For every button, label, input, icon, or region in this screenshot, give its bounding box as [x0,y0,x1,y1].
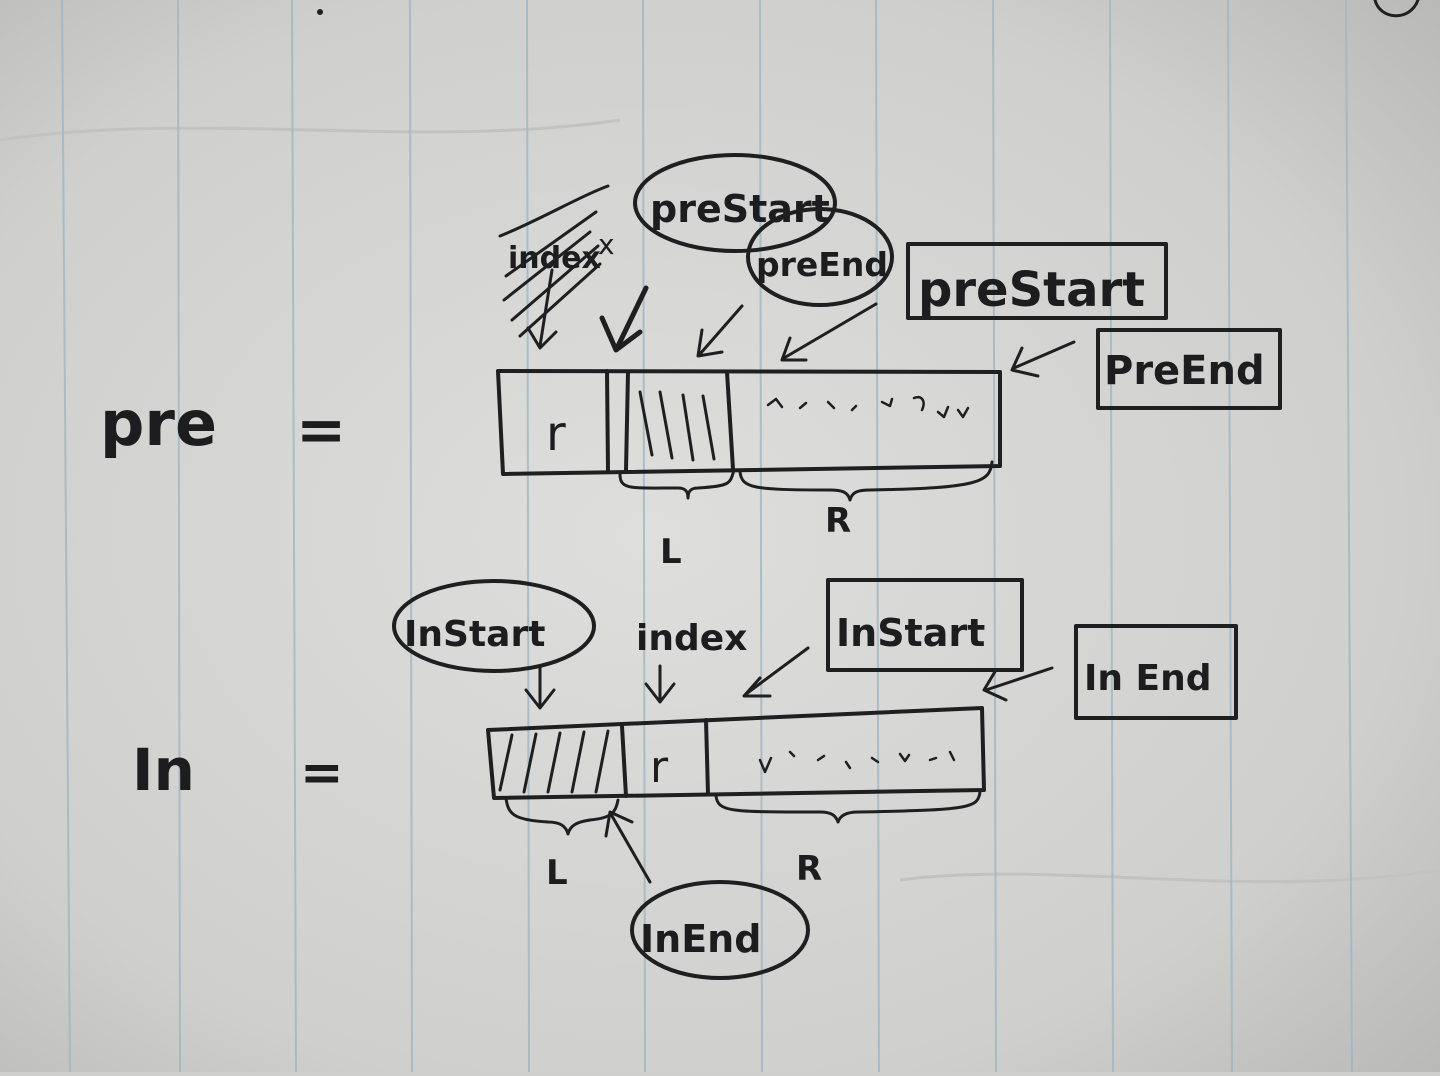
in-equals: = [300,743,344,803]
in-left-end-text: InEnd [640,917,761,961]
pre-left-end-arrow [696,304,744,358]
ink-dot [317,9,323,15]
pre-left-end-ellipse [746,207,894,307]
pre-left-hatch [638,390,716,462]
pre-right-end-box [1096,328,1282,410]
in-index-arrow [644,664,676,704]
pre-array-outline [496,369,1002,476]
pre-right-end-callout: PreEnd [1010,328,1282,410]
in-label: In [132,736,195,804]
pre-array: r L R [496,369,1002,572]
in-left-brace [504,796,620,836]
ruled-lines [61,0,1353,1073]
in-left-start-ellipse [392,579,596,673]
in-right-end-box [1074,624,1238,720]
in-left-start-text: InStart [404,614,545,655]
paper-crease [0,118,1440,884]
pre-left-end-callout: preEnd [696,207,894,358]
crossed-index-arrow [526,268,558,350]
in-left-start-callout: InStart [392,579,596,710]
in-array-outline [486,706,986,800]
pre-left-brace [618,468,736,500]
in-root-cell: r [650,742,669,793]
in-index-text: index [636,618,747,659]
pre-right-start-box [906,242,1168,320]
in-right-end-arrow [982,666,1054,702]
in-left-end-ellipse [630,880,810,980]
pre-right-end-arrow [1010,340,1076,378]
in-right-start-arrow [742,646,810,698]
cross-out-scribble [498,184,610,338]
in-right-label: R [796,849,822,889]
pre-right-start-text: preStart [918,262,1145,318]
pre-right-start-callout: preStart [780,242,1168,362]
pre-crossed-index: index x [498,184,615,350]
in-left-start-arrow [524,664,556,710]
in-array: r L R [486,706,986,893]
pre-left-start-ellipse [633,153,837,253]
pre-divider-1 [605,369,610,473]
crossed-x-mark: x [598,228,615,261]
pre-root-cell: r [546,406,566,462]
in-right-brace [714,790,982,824]
in-index-callout: index [636,618,747,704]
pre-equals: = [296,395,346,465]
pre-left-start-arrow [599,285,649,353]
in-right-start-text: InStart [836,611,985,655]
in-left-end-callout: InEnd [604,810,810,980]
ink-mark [1373,0,1420,18]
pre-divider-2 [624,370,630,472]
in-divider-1 [620,724,628,798]
pre-label: pre [100,387,217,460]
pre-left-label: L [660,532,682,572]
pre-left-end-text: preEnd [756,245,888,284]
pre-right-start-arrow [780,302,878,362]
in-divider-2 [704,718,710,796]
pre-right-label: R [825,501,851,541]
in-right-scribble [758,750,956,774]
pre-divider-3 [725,370,735,471]
pre-right-scribble [766,396,970,419]
pre-right-brace [738,460,994,502]
in-right-end-callout: In End [982,624,1238,720]
in-left-label: L [546,853,568,893]
in-left-hatch [498,729,610,794]
in-right-start-callout: InStart [742,578,1024,698]
in-left-end-arrow [604,810,652,884]
in-right-start-box [826,578,1024,672]
in-right-end-text: In End [1084,658,1212,699]
pre-right-end-text: PreEnd [1104,348,1265,394]
